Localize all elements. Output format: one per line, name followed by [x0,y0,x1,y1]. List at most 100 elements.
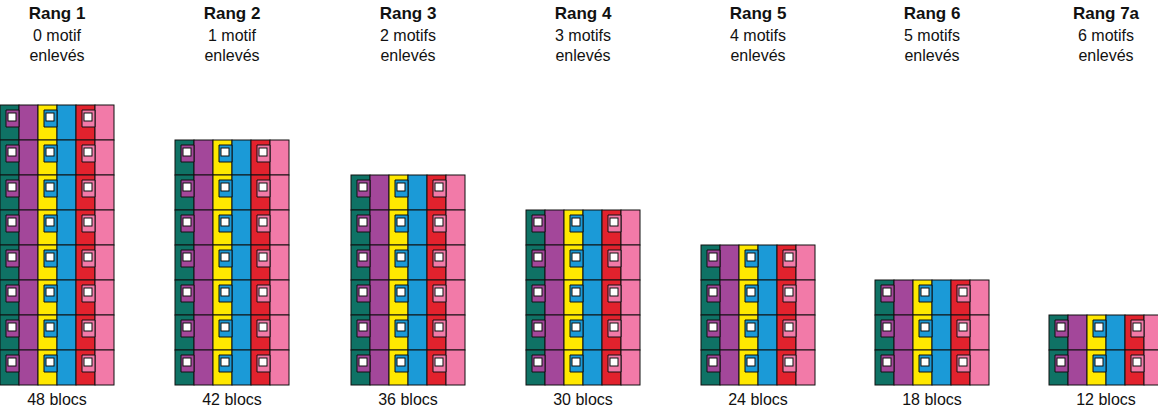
block [1144,350,1158,385]
block-tab [707,355,720,372]
block-hole [46,323,54,331]
block-row [526,210,640,245]
block-hole [397,218,405,226]
block-tab [181,285,194,302]
block-tab [532,285,545,302]
block [57,105,76,140]
block-hole [397,253,405,261]
block [701,280,720,315]
block [370,350,389,385]
block-hole [921,288,929,296]
block-hole [397,358,405,366]
block [758,245,777,280]
block-row [0,280,114,315]
block [0,175,19,210]
block [446,175,465,210]
block-tab [82,355,95,372]
block [583,280,602,315]
block-hole [610,323,618,331]
block-hole [8,253,16,261]
block [194,175,213,210]
block [351,210,370,245]
block [213,140,232,175]
block-row [175,315,289,350]
block-hole [8,183,16,191]
block-hole [259,148,267,156]
block-tab [44,250,57,267]
block [38,175,57,210]
block [76,105,95,140]
block-hole [534,323,542,331]
block-tab [257,355,270,372]
block [739,350,758,385]
block-hole [84,183,92,191]
block-hole [397,323,405,331]
block-row [701,245,815,280]
block [232,350,251,385]
rank-title: Rang 6 [857,0,1007,24]
block [351,350,370,385]
block [57,315,76,350]
block [427,175,446,210]
block [351,175,370,210]
block-row [875,350,989,385]
block-tab [6,215,19,232]
rang-column: Rang 54 motifs enlevés24 blocs [683,0,833,416]
block-tab [6,285,19,302]
block-row [0,105,114,140]
block-hole [84,218,92,226]
block-tab [881,355,894,372]
block [446,210,465,245]
block [777,280,796,315]
block [408,175,427,210]
block [38,140,57,175]
rank-title: Rang 5 [683,0,833,24]
block [545,350,564,385]
block-row [351,280,465,315]
block-tab [1055,355,1068,372]
block-tab [219,180,232,197]
block-hole [259,288,267,296]
block [19,210,38,245]
block-hole [747,288,755,296]
block [777,350,796,385]
block [95,210,114,245]
block-hole [610,358,618,366]
block [351,315,370,350]
block [1049,350,1068,385]
block [251,350,270,385]
block-tab [219,215,232,232]
block-tab [570,250,583,267]
block-row [526,280,640,315]
block-hole [397,288,405,296]
block [194,315,213,350]
block [602,350,621,385]
block [408,280,427,315]
block [583,350,602,385]
block-tab [44,355,57,372]
block [19,315,38,350]
block [796,280,815,315]
block-hole [46,183,54,191]
block-count: 24 blocs [683,390,833,410]
block-tab [6,145,19,162]
block-tab [570,215,583,232]
block [583,245,602,280]
block-hole [397,183,405,191]
block-hole [610,218,618,226]
rang-column: Rang 10 motif enlevés48 blocs [0,0,132,416]
block [95,105,114,140]
block [389,280,408,315]
block [370,245,389,280]
block [970,350,989,385]
block [76,140,95,175]
block [76,315,95,350]
block-tab [608,320,621,337]
block-tab [919,320,932,337]
block [739,245,758,280]
block-tab [257,180,270,197]
block-tab [257,215,270,232]
block [875,350,894,385]
block-tab [395,285,408,302]
block-hole [84,323,92,331]
